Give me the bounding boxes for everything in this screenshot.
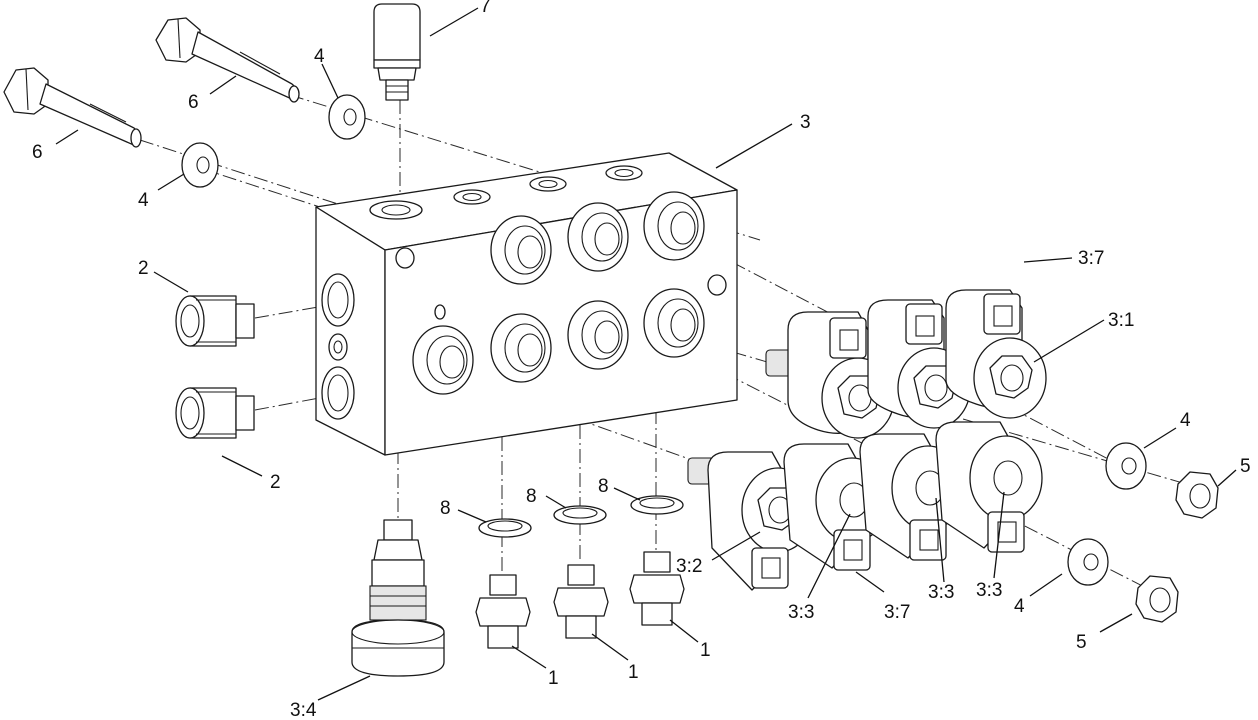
relief-valve-7 — [373, 3, 421, 101]
callout-1-b: 1 — [628, 662, 639, 683]
washer-4-right-upper — [1105, 442, 1147, 490]
callout-4-right-upper: 4 — [1180, 410, 1191, 431]
callout-3-3-b: 3:3 — [928, 582, 954, 603]
callout-8-c: 8 — [598, 476, 609, 497]
solenoid-valve-lower-4 — [935, 421, 1043, 553]
callout-1-a: 1 — [548, 668, 559, 689]
callout-3-7-lower: 3:7 — [884, 602, 910, 623]
callout-4-top: 4 — [314, 46, 325, 67]
callout-6-upper: 6 — [188, 92, 199, 113]
nipple-1-b — [553, 564, 609, 639]
nipple-1-a — [475, 574, 531, 649]
callout-8-b: 8 — [526, 486, 537, 507]
nut-5-upper — [1175, 471, 1219, 519]
callout-3-1: 3:1 — [1108, 310, 1134, 331]
callout-3-2: 3:2 — [676, 556, 702, 577]
callout-8-a: 8 — [440, 498, 451, 519]
callout-3-3-a: 3:3 — [788, 602, 814, 623]
fitting-2-upper — [175, 295, 255, 347]
callout-7: 7 — [480, 0, 491, 17]
manifold-block-3 — [315, 152, 738, 456]
washer-4-left — [181, 142, 219, 188]
nut-5-lower — [1135, 575, 1179, 623]
callout-5-upper: 5 — [1240, 456, 1251, 477]
leader-lines — [55, 7, 1237, 701]
solenoid-valve-upper-3 — [945, 289, 1047, 419]
callout-4-left: 4 — [138, 190, 149, 211]
callout-3-4: 3:4 — [290, 700, 317, 720]
washer-4-top — [328, 94, 366, 140]
callout-1-c: 1 — [700, 640, 711, 661]
callout-3-7-upper: 3:7 — [1078, 248, 1104, 269]
cartridge-3-4 — [351, 519, 445, 677]
bolt-6-lower — [3, 67, 142, 148]
callout-3: 3 — [800, 112, 811, 133]
oring-8-c — [630, 495, 684, 515]
bolt-6-upper — [155, 17, 300, 103]
nipple-1-c — [629, 551, 685, 626]
callout-6-lower: 6 — [32, 142, 43, 163]
callout-4-right-lower: 4 — [1014, 596, 1025, 617]
callout-2-lower: 2 — [270, 472, 281, 493]
oring-8-a — [478, 518, 532, 538]
callout-5-lower: 5 — [1076, 632, 1087, 653]
washer-4-right-lower — [1067, 538, 1109, 586]
fitting-2-lower — [175, 387, 255, 439]
callout-2-upper: 2 — [138, 258, 149, 279]
callout-labels: 7 4 6 6 4 3 2 2 3:7 3:1 4 5 4 5 8 8 8 1 … — [32, 0, 1251, 720]
callout-3-3-c: 3:3 — [976, 580, 1002, 601]
oring-8-b — [553, 505, 607, 525]
